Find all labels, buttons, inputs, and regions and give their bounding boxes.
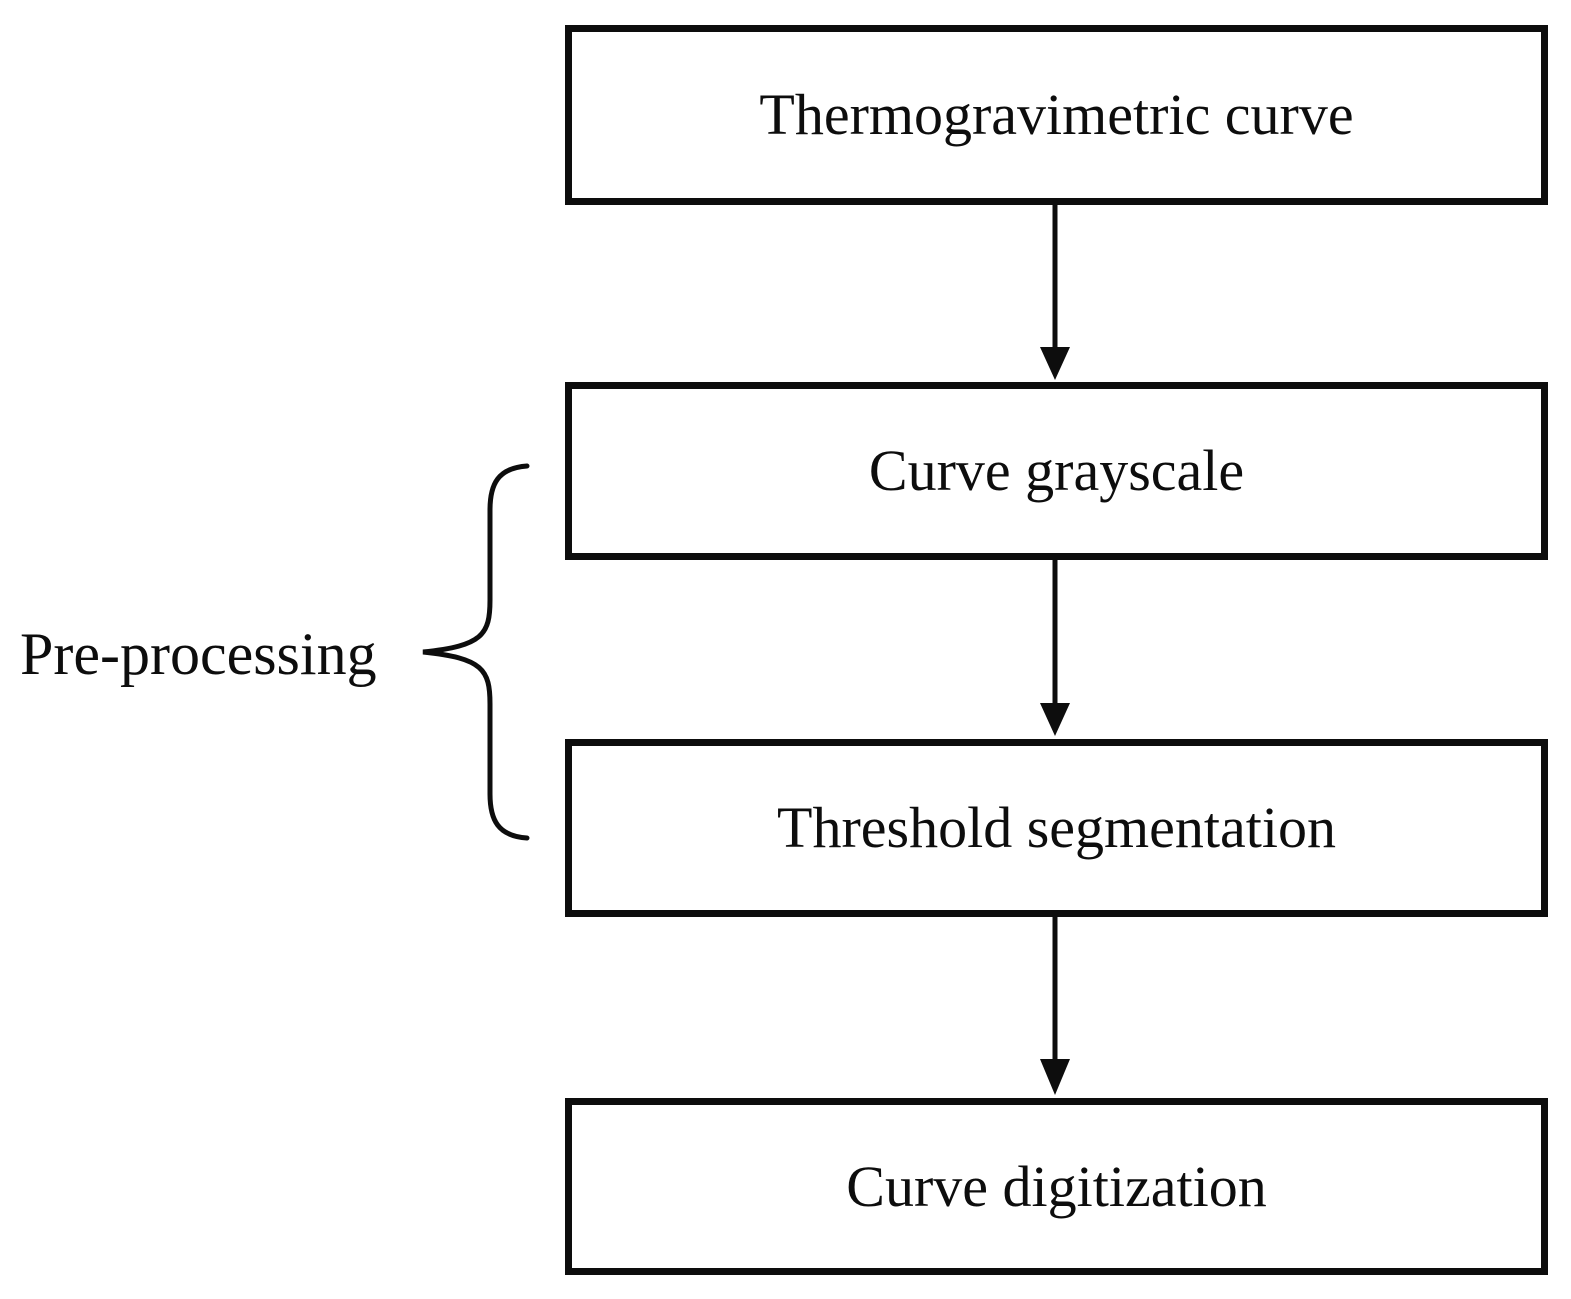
arrowhead-down-icon xyxy=(1040,1059,1070,1095)
arrowhead-down-icon xyxy=(1040,703,1070,736)
flow-arrow-2 xyxy=(1040,560,1070,736)
node-label: Curve grayscale xyxy=(868,438,1245,504)
flow-arrow-3 xyxy=(1040,917,1070,1095)
node-label: Curve digitization xyxy=(846,1153,1267,1219)
node-curve-grayscale: Curve grayscale xyxy=(565,382,1548,560)
flow-arrow-1 xyxy=(1040,205,1070,380)
node-curve-digitization: Curve digitization xyxy=(565,1098,1548,1275)
arrowhead-down-icon xyxy=(1040,347,1070,380)
node-label: Thermogravimetric curve xyxy=(759,82,1354,148)
pre-processing-label: Pre-processing xyxy=(20,620,377,687)
node-thermogravimetric-curve: Thermogravimetric curve xyxy=(565,25,1548,205)
curly-brace-icon xyxy=(422,463,530,841)
node-label: Threshold segmentation xyxy=(777,795,1336,861)
node-threshold-segmentation: Threshold segmentation xyxy=(565,739,1548,917)
